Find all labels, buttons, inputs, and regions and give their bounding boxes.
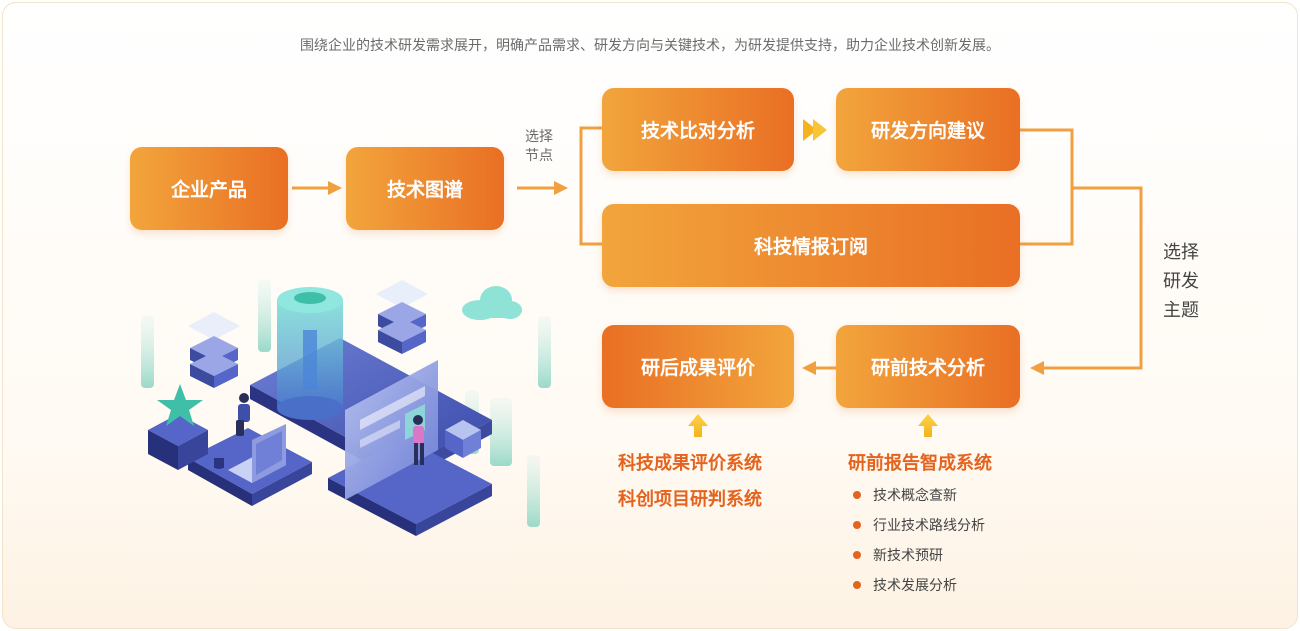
- feature-label: 行业技术路线分析: [873, 518, 985, 534]
- eval-system-title: 科技成果评价系统: [618, 453, 762, 474]
- bullet-icon: [853, 491, 861, 499]
- node-rd-direction: 研发方向建议: [836, 88, 1020, 171]
- bullet-icon: [853, 521, 861, 529]
- branch-bracket: [579, 126, 602, 246]
- select-topic-line: 主题: [1163, 300, 1199, 321]
- node-tech-intel: 科技情报订阅: [602, 204, 1020, 287]
- feature-item: 行业技术路线分析: [853, 515, 985, 535]
- select-topic-line: 选择: [1163, 242, 1199, 263]
- bullet-icon: [853, 581, 861, 589]
- intro-text: 围绕企业的技术研发需求展开，明确产品需求、研发方向与关键技术，为研发提供支持，助…: [300, 38, 1000, 54]
- select-node-line: 选择: [525, 129, 553, 145]
- select-topic-line: 研发: [1163, 271, 1199, 292]
- node-tech-compare: 技术比对分析: [602, 88, 794, 171]
- arrow-pre-to-post: [802, 361, 836, 375]
- illustration-data-center: [141, 280, 551, 536]
- double-chevron-icon: [803, 119, 827, 141]
- bullet-icon: [853, 551, 861, 559]
- node-post-eval: 研后成果评价: [602, 325, 794, 408]
- up-arrow-icon: [688, 414, 708, 437]
- arrow-product-to-map: [292, 181, 342, 195]
- arrow-map-to-branch: [517, 181, 568, 195]
- feature-item: 技术概念查新: [853, 485, 957, 505]
- node-enterprise-product: 企业产品: [130, 147, 288, 230]
- node-tech-map: 技术图谱: [346, 147, 504, 230]
- node-pre-analysis: 研前技术分析: [836, 325, 1020, 408]
- arrow-to-pre-analysis: [1030, 361, 1044, 375]
- select-node-label: 选择 节点: [516, 128, 562, 166]
- topic-connector: [1042, 186, 1143, 370]
- feature-label: 技术发展分析: [873, 578, 957, 594]
- feature-label: 新技术预研: [873, 548, 943, 564]
- merge-bracket: [1020, 128, 1074, 246]
- up-arrow-icon: [918, 414, 938, 437]
- feature-label: 技术概念查新: [873, 488, 957, 504]
- judge-system-title: 科创项目研判系统: [618, 489, 762, 510]
- feature-item: 技术发展分析: [853, 575, 957, 595]
- select-topic-label: 选择 研发 主题: [1155, 238, 1207, 325]
- select-node-line: 节点: [525, 148, 553, 164]
- pre-report-system-title: 研前报告智成系统: [848, 453, 992, 474]
- feature-item: 新技术预研: [853, 545, 943, 565]
